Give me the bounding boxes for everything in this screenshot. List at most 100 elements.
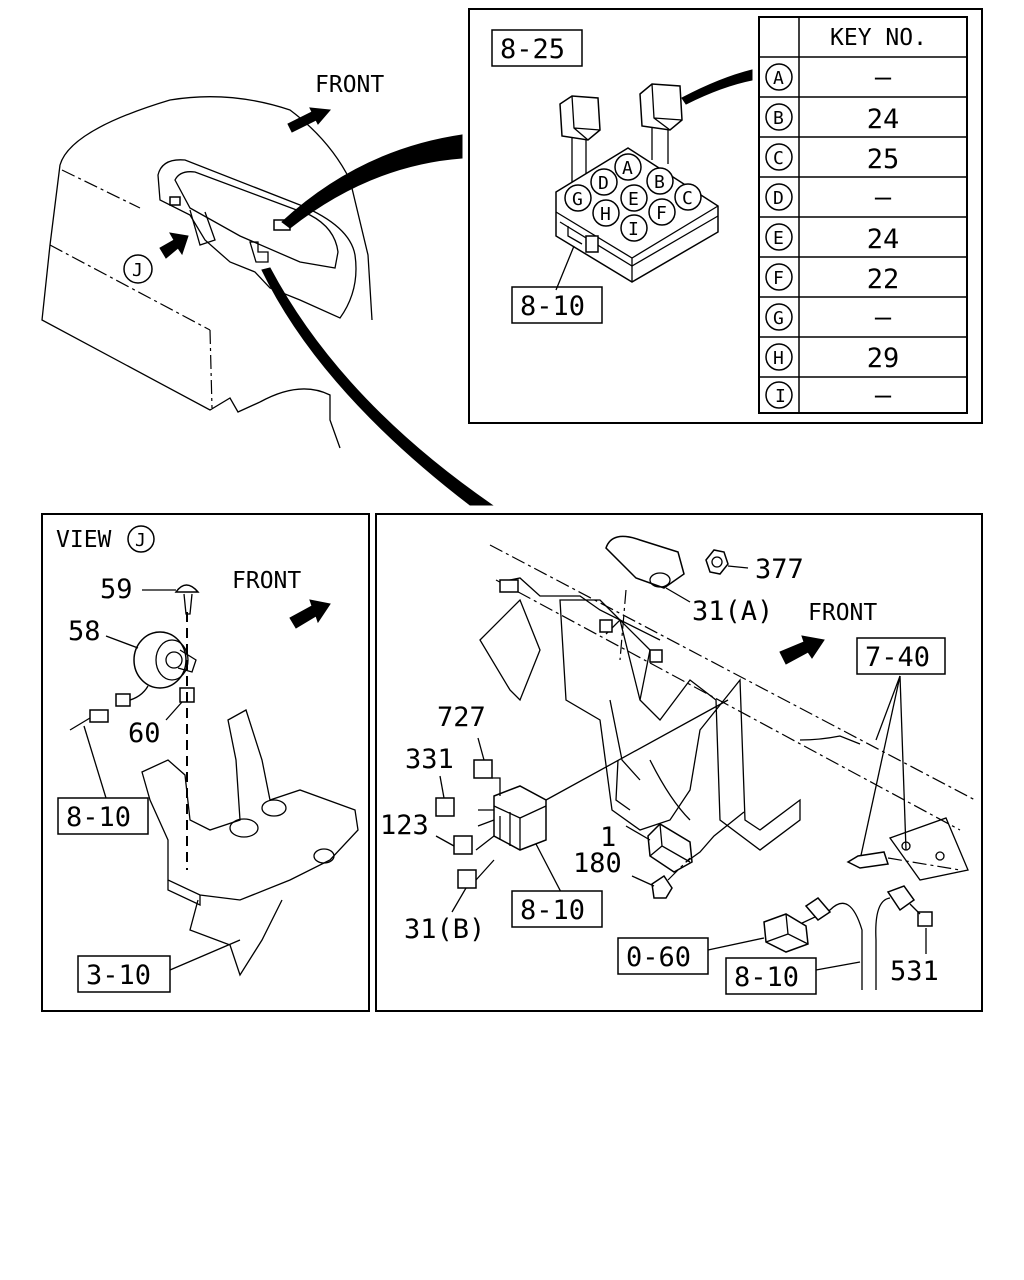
bolt: [846, 851, 889, 869]
key-row-g: G —: [765, 302, 892, 333]
nut-180: [651, 874, 673, 899]
svg-text:3-10: 3-10: [86, 960, 151, 991]
svg-text:F: F: [773, 268, 784, 289]
svg-text:A: A: [622, 158, 633, 179]
callout-31a: 31(A): [692, 596, 773, 627]
svg-text:24: 24: [867, 104, 900, 135]
motor-58: [133, 631, 187, 689]
ref-box-3-10: [77, 955, 171, 993]
svg-text:D: D: [773, 188, 784, 209]
svg-text:I: I: [775, 386, 786, 407]
svg-text:8-10: 8-10: [66, 802, 131, 833]
front-label-right: FRONT: [808, 600, 877, 626]
ref-box-7-40: [856, 637, 946, 675]
svg-text:C: C: [682, 188, 693, 209]
view-j-panel: VIEW J FRONT 59 58 60 8-10: [41, 513, 370, 1012]
ref-box-0-60: [617, 937, 709, 975]
svg-text:G: G: [572, 189, 583, 210]
svg-text:29: 29: [867, 343, 900, 374]
relay-727: [473, 759, 493, 779]
leader-to-main-panel: [261, 267, 494, 506]
key-table-header: KEY NO.: [830, 25, 927, 51]
svg-text:J: J: [132, 260, 143, 281]
svg-text:H: H: [600, 204, 611, 225]
svg-text:8-10: 8-10: [520, 291, 585, 322]
svg-text:B: B: [773, 108, 784, 129]
key-row-a: A —: [765, 62, 892, 93]
callout-60: 60: [128, 718, 161, 749]
callout-1: 1: [600, 822, 616, 853]
svg-text:F: F: [656, 203, 667, 224]
callout-377: 377: [755, 554, 804, 585]
svg-text:H: H: [773, 348, 784, 369]
svg-text:G: G: [773, 308, 784, 329]
mounting-bracket: [141, 709, 359, 901]
svg-text:22: 22: [867, 264, 900, 295]
front-label-view: FRONT: [232, 568, 301, 594]
relay-1: [647, 823, 693, 873]
screw-59: [174, 584, 200, 593]
svg-text:—: —: [875, 302, 892, 333]
nut-377: [705, 549, 729, 575]
callout-123: 123: [380, 810, 429, 841]
svg-text:D: D: [598, 173, 609, 194]
svg-text:8-10: 8-10: [520, 895, 585, 926]
key-row-b: B 24: [765, 103, 900, 135]
view-title: VIEW: [56, 527, 112, 553]
ref-box-8-10-view: [57, 797, 149, 835]
relay-123: [453, 835, 473, 855]
callout-531: 531: [890, 956, 939, 987]
relay-331: [435, 797, 455, 817]
main-assembly-panel: 377 31(A) FRONT 7-40 727 331 123: [375, 513, 983, 1012]
front-label-top: FRONT: [315, 72, 384, 98]
svg-text:E: E: [773, 228, 784, 249]
view-j-arrow-icon: [159, 232, 189, 259]
svg-text:25: 25: [867, 144, 900, 175]
relay-inset-panel: 8-25 8-10 A B C D E F: [468, 8, 983, 424]
svg-text:I: I: [628, 219, 639, 240]
key-table: KEY NO. A — B 24 C 25 D —: [758, 16, 968, 414]
relay-bracket: [559, 599, 801, 851]
front-arrow-view-icon: [289, 599, 331, 629]
callout-180: 180: [573, 848, 622, 879]
view-title-circle: [127, 525, 155, 553]
svg-text:A: A: [773, 68, 784, 89]
callout-331: 331: [405, 744, 454, 775]
ref-box-8-10-main-a: [511, 890, 603, 928]
svg-text:—: —: [875, 380, 892, 411]
callout-59: 59: [100, 574, 133, 605]
svg-text:—: —: [875, 62, 892, 93]
relay-31a: [605, 535, 685, 589]
leader-to-relay-inset: [281, 134, 463, 229]
svg-text:7-40: 7-40: [865, 642, 930, 673]
svg-text:8-25: 8-25: [500, 34, 565, 65]
front-arrow-icon: [287, 107, 332, 133]
svg-text:8-10: 8-10: [734, 962, 799, 993]
key-row-h: H 29: [765, 343, 900, 374]
ref-box-8-10-main-b: [725, 957, 817, 995]
key-row-i: I —: [765, 380, 892, 411]
front-arrow-right-icon: [779, 635, 825, 665]
relay-block-sockets: A B C D E F G H I: [564, 153, 702, 242]
callout-31b: 31(B): [404, 914, 485, 945]
cab-overview: FRONT J: [41, 72, 494, 506]
svg-text:—: —: [875, 182, 892, 213]
relay-31b: [457, 869, 477, 889]
svg-text:B: B: [654, 172, 665, 193]
svg-text:0-60: 0-60: [626, 942, 691, 973]
key-row-c: C 25: [765, 143, 900, 175]
connector-531: [917, 911, 933, 927]
svg-text:24: 24: [867, 224, 900, 255]
leader-to-key-table: [681, 69, 753, 105]
svg-text:C: C: [773, 148, 784, 169]
callout-727: 727: [437, 702, 486, 733]
svg-text:J: J: [135, 530, 146, 551]
svg-text:E: E: [628, 189, 639, 210]
key-row-f: F 22: [765, 263, 900, 295]
key-row-e: E 24: [765, 223, 900, 255]
ref-box-8-10-inset: [511, 286, 603, 324]
key-row-d: D —: [765, 182, 892, 213]
ref-box-8-25: [491, 29, 583, 67]
view-j-marker: [123, 254, 153, 284]
